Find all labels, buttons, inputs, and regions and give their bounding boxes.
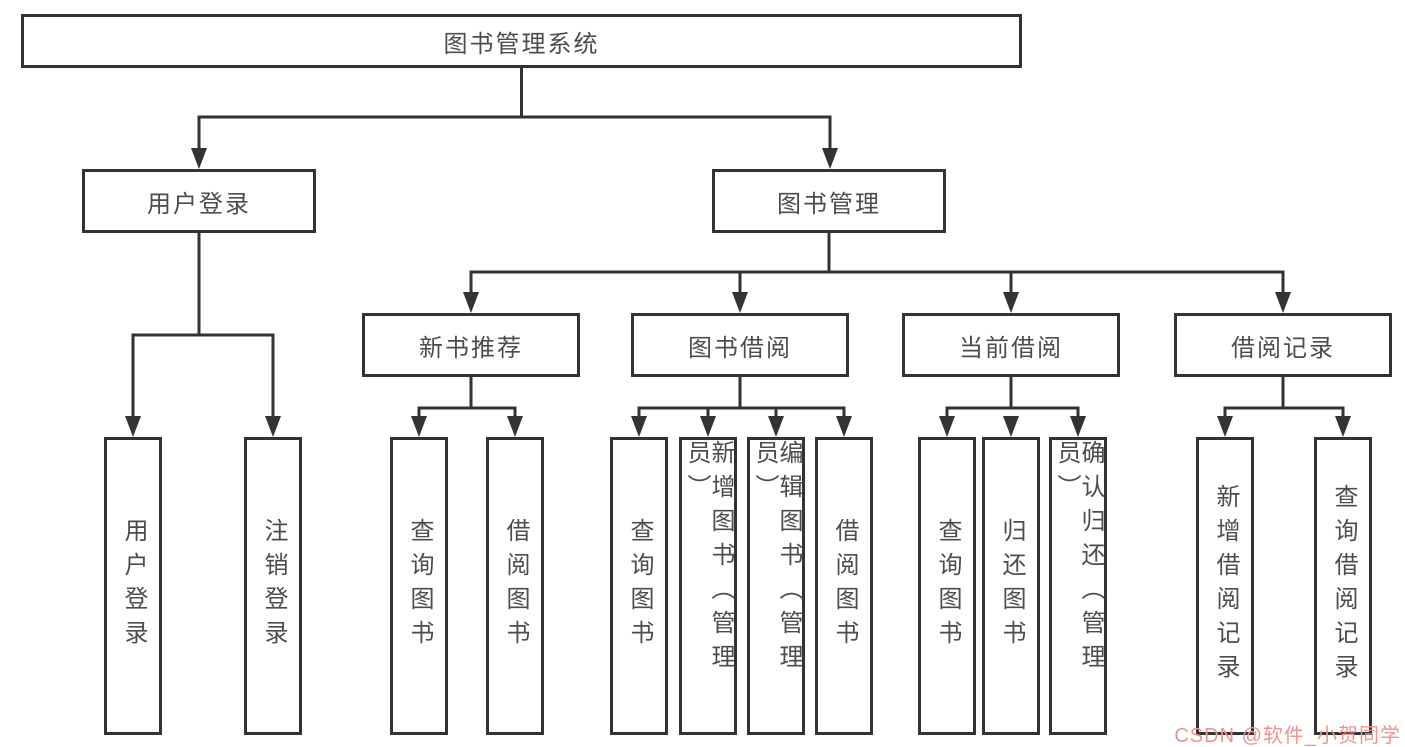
node-label: 图书管理系统 [443,30,600,58]
leaf-edit-books-admin: 编辑图书（管理员） [747,437,805,735]
leaf-borrow-books-recommend: 借阅图书 [486,437,544,735]
node-label: 借阅记录 [1231,334,1335,362]
leaf-label: 查询图书 [406,518,433,654]
node-label: 当前借阅 [959,334,1063,362]
leaf-borrow-books: 借阅图书 [815,437,873,735]
leaf-label: 查询图书 [934,518,961,654]
leaf-label: 新增图书（管理员） [683,440,734,678]
node-user-login: 用户登录 [82,169,316,233]
leaf-query-books-borrow: 查询图书 [610,437,668,735]
node-book-borrowing: 图书借阅 [631,313,849,377]
leaf-user-login: 用户登录 [104,437,162,735]
leaf-label: 归还图书 [998,518,1025,654]
leaf-query-borrow-record: 查询借阅记录 [1314,437,1372,735]
node-root-system: 图书管理系统 [21,14,1022,68]
leaf-label: 用户登录 [120,518,147,654]
node-new-book-recommendation: 新书推荐 [362,313,580,377]
leaf-add-borrow-record: 新增借阅记录 [1196,437,1254,735]
leaf-label: 确认归还（管理员） [1053,440,1104,678]
node-book-management: 图书管理 [712,169,946,233]
csdn-watermark: CSDN @软件_小贺同学 [1174,725,1401,747]
leaf-confirm-return-admin: 确认归还（管理员） [1049,437,1107,735]
leaf-label: 注销登录 [260,518,287,654]
leaf-label: 借阅图书 [831,518,858,654]
leaf-label: 查询借阅记录 [1330,484,1357,688]
node-label: 新书推荐 [419,334,523,362]
leaf-query-books-current: 查询图书 [918,437,976,735]
leaf-query-books-recommend: 查询图书 [390,437,448,735]
leaf-return-books: 归还图书 [982,437,1040,735]
node-label: 图书借阅 [688,334,792,362]
leaf-label: 查询图书 [626,518,653,654]
leaf-label: 编辑图书（管理员） [751,440,802,678]
node-label: 图书管理 [777,190,881,218]
node-label: 用户登录 [147,190,251,218]
leaf-logout: 注销登录 [244,437,302,735]
node-borrowing-records: 借阅记录 [1174,313,1392,377]
leaf-label: 新增借阅记录 [1212,484,1239,688]
leaf-add-books-admin: 新增图书（管理员） [679,437,737,735]
node-current-borrowing: 当前借阅 [902,313,1120,377]
leaf-label: 借阅图书 [502,518,529,654]
